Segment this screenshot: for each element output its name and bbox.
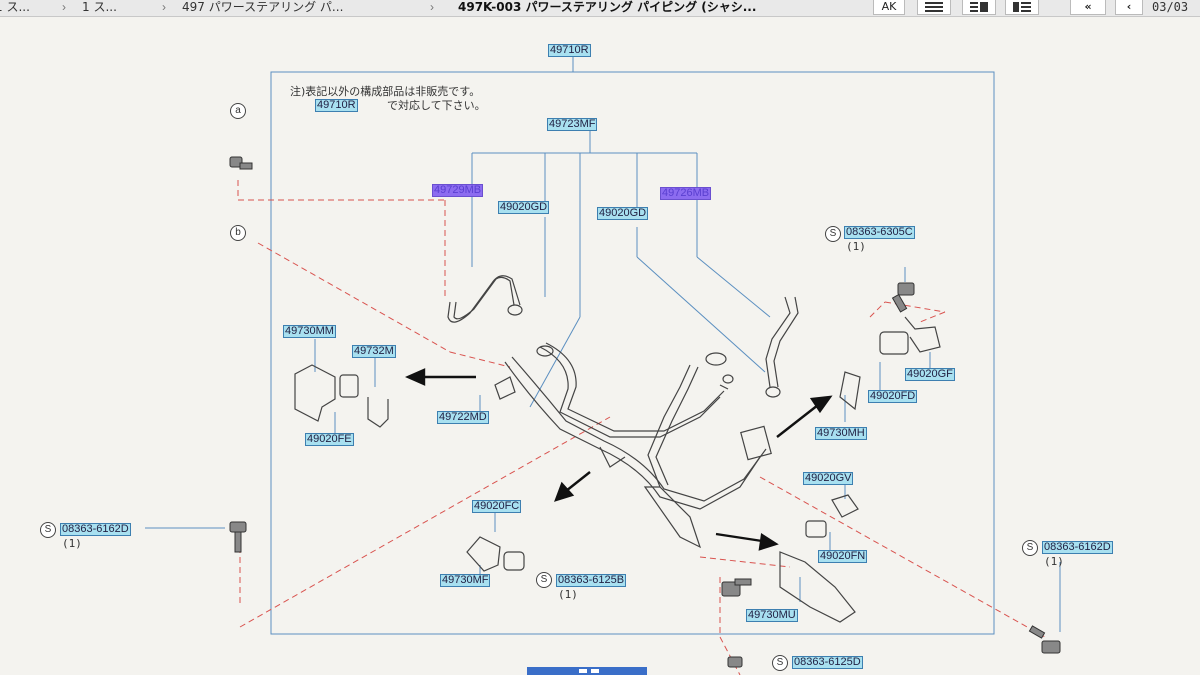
breadcrumb-item-2[interactable]: 1 ス... (82, 0, 117, 14)
split-view-icon[interactable] (962, 0, 996, 15)
qty-6125b: (1) (558, 588, 578, 601)
symbol-b: b (230, 225, 246, 241)
symbol-s-right: S (1022, 540, 1038, 556)
breadcrumb-separator: › (430, 0, 434, 14)
part-label-mu[interactable]: 49730MU (746, 609, 798, 622)
symbol-s-left: S (40, 522, 56, 538)
symbol-s-right-top: S (825, 226, 841, 242)
sheet-tab-indicator[interactable] (527, 667, 647, 675)
part-label-bottom-cut[interactable]: 08363-6125D (792, 656, 863, 669)
part-label-6162d-left[interactable]: 08363-6162D (60, 523, 131, 536)
part-label-highlight-right[interactable]: 49726MB (660, 187, 712, 200)
first-page-icon[interactable]: « (1070, 0, 1106, 15)
prev-page-icon[interactable]: ‹ (1115, 0, 1143, 15)
part-label-gd-right[interactable]: 49020GD (597, 207, 649, 220)
part-label-gv[interactable]: 49020GV (803, 472, 854, 485)
qty-6305c: (1) (846, 240, 866, 253)
ak-button[interactable]: AK (873, 0, 905, 15)
part-label-highlight-left[interactable]: 49729MB (432, 184, 484, 197)
list-view-icon[interactable] (917, 0, 951, 15)
symbol-s-bottom-cut: S (772, 655, 788, 671)
breadcrumb-item-1[interactable]: 1 ス... (0, 0, 30, 14)
note-line-1: 注)表記以外の構成部品は非販売です。 (290, 85, 481, 98)
part-label-6162d-right[interactable]: 08363-6162D (1042, 541, 1113, 554)
part-label-732m[interactable]: 49732M (352, 345, 396, 358)
part-label-fc[interactable]: 49020FC (472, 500, 522, 513)
part-label-gf[interactable]: 49020GF (905, 368, 955, 381)
part-label-fd[interactable]: 49020FD (868, 390, 918, 403)
qty-6162d-right: (1) (1044, 555, 1064, 568)
part-label-hose-group[interactable]: 49723MF (547, 118, 598, 131)
breadcrumb-item-4[interactable]: 497K-003 パワーステアリング パイピング (シャシ... (458, 0, 757, 14)
breadcrumb-item-3[interactable]: 497 パワーステアリング パ... (182, 0, 344, 14)
symbol-s-bottom: S (536, 572, 552, 588)
part-label-gd-left[interactable]: 49020GD (498, 201, 550, 214)
part-label-fn[interactable]: 49020FN (818, 550, 868, 563)
note-line-2: で対応して下さい。 (387, 99, 486, 112)
part-label-md[interactable]: 49722MD (437, 411, 489, 424)
tab-marker (579, 669, 587, 673)
page-indicator: 03/03 (1152, 0, 1189, 14)
diagram-drawing (145, 57, 1061, 675)
parts-diagram: 注)表記以外の構成部品は非販売です。 49710R で対応して下さい。 a b … (0, 17, 1200, 675)
detail-view-icon[interactable] (1005, 0, 1039, 15)
part-label-fe[interactable]: 49020FE (305, 433, 354, 446)
breadcrumb-bar: 1 ス... › 1 ス... › 497 パワーステアリング パ... › 4… (0, 0, 1200, 17)
part-label-note-ref[interactable]: 49710R (315, 99, 358, 112)
part-label-assy-top[interactable]: 49710R (548, 44, 591, 57)
tab-marker (591, 669, 599, 673)
part-label-6125b[interactable]: 08363-6125B (556, 574, 627, 587)
breadcrumb-separator: › (62, 0, 66, 14)
qty-6162d-left: (1) (62, 537, 82, 550)
part-label-mm[interactable]: 49730MM (283, 325, 336, 338)
part-label-mf[interactable]: 49730MF (440, 574, 491, 587)
breadcrumb-separator: › (162, 0, 166, 14)
symbol-a: a (230, 103, 246, 119)
part-label-6305c[interactable]: 08363-6305C (844, 226, 915, 239)
part-label-mh[interactable]: 49730MH (815, 427, 867, 440)
